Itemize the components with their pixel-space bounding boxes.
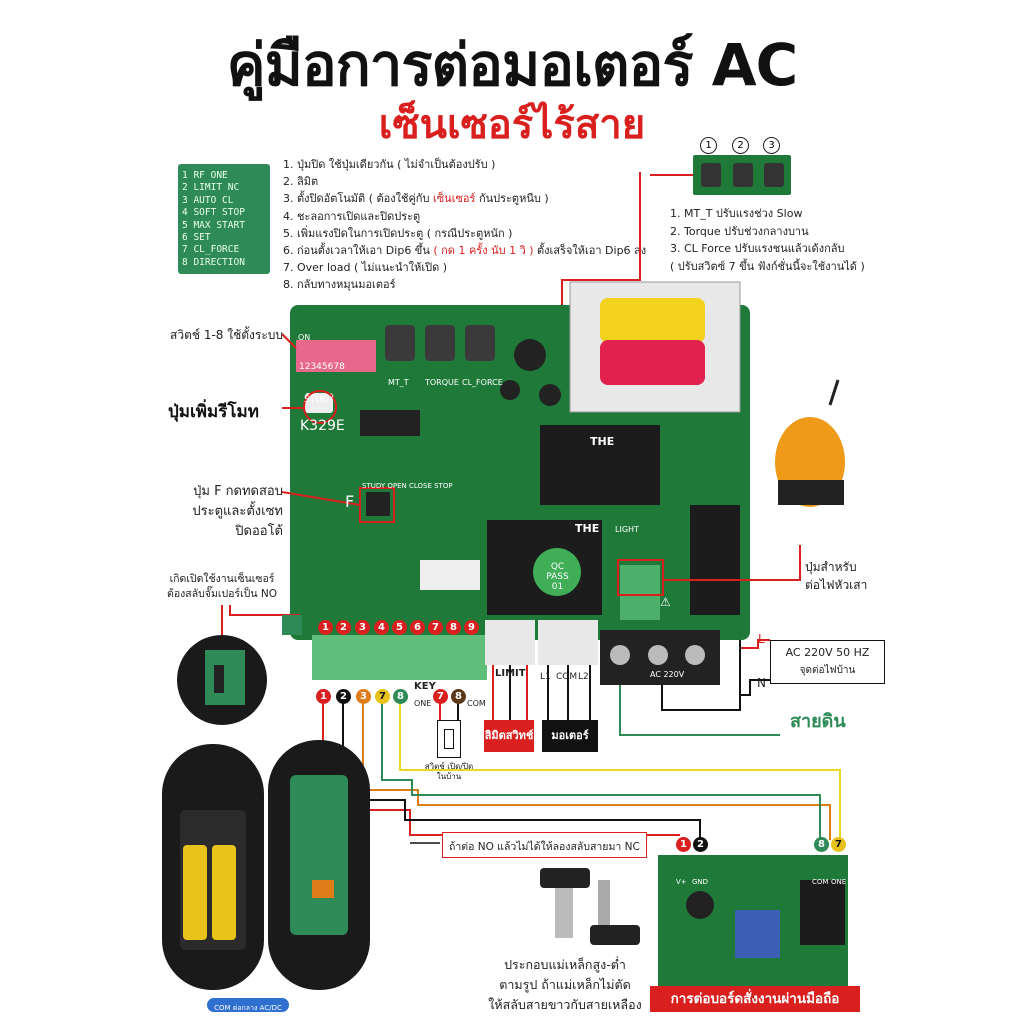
- ac-power-box: AC 220V 50 HZ จุดต่อไฟบ้าน: [770, 640, 885, 684]
- function-item: 5. เพิ่มแรงปิดในการเปิดประตู ( กรณีประตู…: [283, 226, 513, 240]
- relay-label: GND: [692, 878, 709, 886]
- function-item: 6. ก่อนตั้งเวลาให้เอา Dip6 ขึ้น ( กด 1 ค…: [283, 244, 647, 258]
- one-label: ONE: [414, 699, 432, 708]
- relay-label: COM: [812, 878, 829, 886]
- pot-item: ( ปรับสวิตซ์ 7 ขึ้น ฟังก์ชั่นนี้จะใช้งาน…: [670, 259, 865, 273]
- f-label: F: [345, 492, 355, 511]
- function-item: 1. ปุ่มปิด ใช้ปุ่มเดียวกัน ( ไม่จำเป็นต้…: [283, 158, 496, 171]
- page-subtitle: เซ็นเซอร์ไร้สาย: [378, 102, 646, 148]
- n-label: N: [757, 676, 766, 690]
- dip6-highlight: ( กด 1 ครั้ง นับ 1 วิ ): [433, 244, 534, 258]
- dip-on-label: ON: [298, 333, 311, 342]
- dip-legend-item: 2 LIMIT NC: [182, 182, 240, 194]
- terminal-number: 8: [446, 620, 461, 635]
- dip-switch-legend: 1 RF ONE 2 LIMIT NC 3 AUTO CL 4 SOFT STO…: [178, 164, 270, 274]
- magnet-note: ประกอบแม่เหล็กสูง-ต่ำ ตามรูป ถ้าแม่เหล็ก…: [488, 957, 642, 1012]
- terminal-number: 6: [410, 620, 425, 635]
- pot-item: 3. CL Force ปรับแรงชนแล้วเด้งกลับ: [670, 242, 845, 255]
- wire-tag: 1: [316, 689, 331, 704]
- pot-number: 1: [700, 137, 717, 154]
- board-model: K329E: [300, 418, 345, 434]
- relay-tag: 7: [831, 837, 846, 852]
- terminal-number: 4: [374, 620, 389, 635]
- relay-brand: THE: [575, 522, 600, 535]
- wire-tag: 2: [336, 689, 351, 704]
- terminal-label: AC 220V: [650, 670, 685, 679]
- function-item: 7. Over load ( ไม่แนะนำให้เปิด ): [283, 261, 448, 275]
- house-switch-icon: [437, 720, 461, 758]
- terminal-label: L1: [540, 672, 551, 682]
- light-label: LIGHT: [615, 525, 639, 534]
- com-bottom-label: COM ต่อกลาง AC/DC: [207, 998, 289, 1012]
- switch-1-8-label: สวิตช์ 1-8 ใช้ตั้งระบบ: [170, 328, 284, 342]
- terminal-number: 1: [318, 620, 333, 635]
- pot-function-list: 1. MT_T ปรับแรงช่วง Slow 2. Torque ปรับช…: [670, 205, 970, 275]
- dip-function-list: 1. ปุ่มปิด ใช้ปุ่มเดียวกัน ( ไม่จำเป็นต้…: [283, 156, 647, 294]
- wire-tag: 8: [393, 689, 408, 704]
- qc-pass: QC PASS 01: [546, 562, 569, 592]
- pot-label: TORQUE: [425, 378, 459, 387]
- function-item: 4. ชะลอการเปิดและปิดประตู: [283, 209, 421, 223]
- key-label: KEY: [414, 681, 436, 692]
- l-label: L: [758, 632, 765, 646]
- dip-legend-item: 5 MAX START: [182, 219, 245, 231]
- page-title: คู่มือการต่อมอเตอร์ AC: [226, 31, 798, 99]
- terminal-number: 5: [392, 620, 407, 635]
- pole-light-label: ปุ่มสำหรับ ต่อไฟหัวเสา: [805, 560, 868, 592]
- terminal-number: 3: [355, 620, 370, 635]
- dip-legend-item: 4 SOFT STOP: [182, 207, 245, 219]
- pot-closeup: [693, 155, 791, 195]
- function-item: 3. ตั้งปิดอัตโนมัติ ( ต้องใช้คู่กับ เซ็น…: [283, 192, 549, 206]
- warning-icon: ⚠: [660, 595, 671, 609]
- function-item: 8. กลับทางหมุนมอเตอร์: [283, 278, 396, 292]
- pot-number: 3: [763, 137, 780, 154]
- wire-tag: 7: [375, 689, 390, 704]
- dip-legend-item: 8 DIRECTION: [182, 256, 245, 268]
- wire-tag: 7: [433, 689, 448, 704]
- limit-switch-box: ลิมิตสวิทช์: [484, 720, 534, 752]
- pot-label: MT_T: [388, 378, 409, 387]
- remote-add-label: ปุ่มเพิ่มรีโมท: [168, 402, 259, 422]
- study-label: STUDY: [304, 395, 334, 405]
- dip-legend-item: 7 CL_FORCE: [182, 244, 240, 256]
- nc-note: ถ้าต่อ NO แล้วไม่ได้ให้ลองสลับสายมา NC: [442, 832, 647, 858]
- motor-box: มอเตอร์: [542, 720, 598, 752]
- sensor-jumper-label: เกิดเปิดใช้งานเซ็นเซอร์ ต้องสลับจั๊มเปอร…: [167, 573, 277, 600]
- relay-label: V+: [676, 878, 687, 886]
- terminal-label: L2: [578, 672, 589, 682]
- dip-legend-item: 1 RF ONE: [182, 170, 228, 181]
- terminal-number: 9: [464, 620, 479, 635]
- sensor-highlight: เซ็นเซอร์: [432, 192, 476, 206]
- wire-tag: 3: [356, 689, 371, 704]
- limit-label: LIMIT: [495, 668, 526, 679]
- pot-label: CL_FORCE: [462, 378, 503, 387]
- dip-numbers: 12345678: [299, 362, 345, 372]
- function-item: 2. ลิมิต: [283, 175, 319, 189]
- wire-tag: 8: [451, 689, 466, 704]
- terminal-label: COM: [556, 672, 578, 682]
- relay-tag: 8: [814, 837, 829, 852]
- terminal-number: 7: [428, 620, 443, 635]
- relay-label: ONE: [831, 878, 847, 886]
- terminal-label: PE: [612, 672, 622, 681]
- dip-legend-item: 6 SET: [182, 232, 211, 244]
- pot-number: 2: [732, 137, 749, 154]
- com-label: COM: [467, 699, 486, 708]
- relay-tag: 1: [676, 837, 691, 852]
- phone-board-label: การต่อบอร์ดสั่งงานผ่านมือถือ: [650, 986, 860, 1012]
- f-button-label: ปุ่ม F กดทดสอบ ประตูและตั้งเซท ปิดออโต้: [192, 484, 283, 539]
- ground-label: สายดิน: [790, 711, 846, 732]
- house-switch-label: สวิตช์ เปิด/ปิด ในบ้าน: [424, 762, 474, 781]
- terminal-number: 2: [336, 620, 351, 635]
- relay-tag: 2: [693, 837, 708, 852]
- pot-item: 2. Torque ปรับช่วงกลางบาน: [670, 224, 809, 238]
- pot-item: 1. MT_T ปรับแรงช่วง Slow: [670, 207, 803, 220]
- relay-brand: THE: [590, 435, 615, 448]
- dip-legend-item: 3 AUTO CL: [182, 194, 234, 206]
- study-open-close-stop: STUDY OPEN CLOSE STOP: [362, 482, 453, 490]
